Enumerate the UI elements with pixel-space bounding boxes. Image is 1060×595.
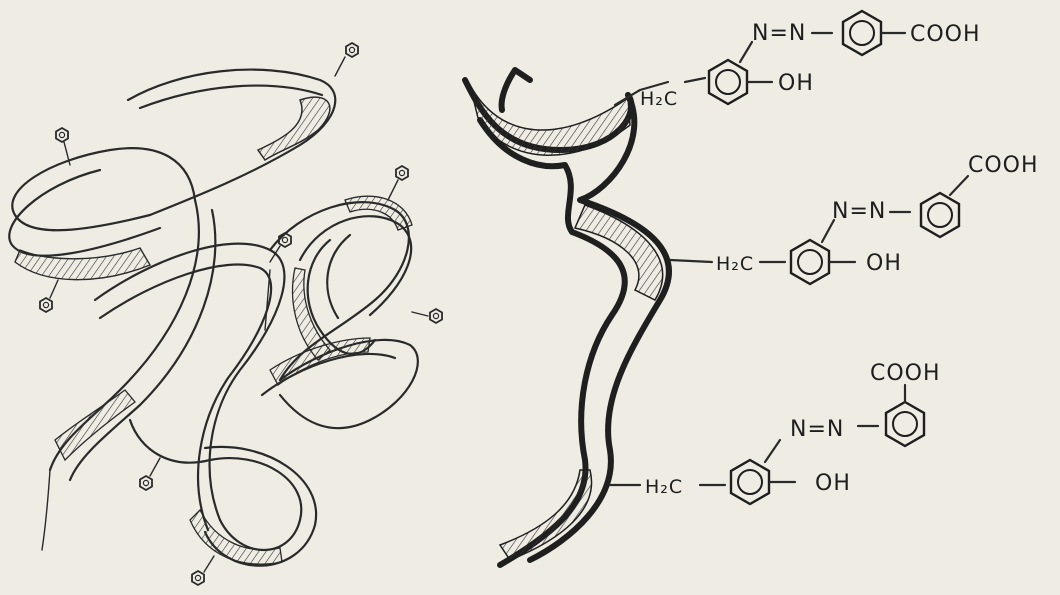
cooh-label: COOH bbox=[910, 22, 981, 47]
ribbon-tail bbox=[42, 470, 50, 550]
phenyl-ring-icon bbox=[40, 298, 52, 312]
azo-label: N=N bbox=[752, 21, 806, 46]
benzene-ring-icon bbox=[791, 240, 829, 284]
ribbon-strand bbox=[128, 70, 335, 215]
oh-label: OH bbox=[778, 71, 814, 96]
oh-label: OH bbox=[815, 471, 851, 496]
strand-shaded-segment bbox=[470, 85, 630, 155]
phenyl-ring-icon bbox=[140, 476, 152, 490]
benzene-ring-icon bbox=[886, 402, 924, 446]
azo-label: N=N bbox=[790, 417, 844, 442]
bond-line bbox=[685, 78, 705, 82]
oh-label: OH bbox=[866, 251, 902, 276]
ribbon-strand bbox=[300, 216, 411, 315]
ribbon-shaded-segment bbox=[345, 196, 412, 230]
phenyl-ring-icon bbox=[396, 166, 408, 180]
phenyl-ring-icon bbox=[430, 309, 442, 323]
ribbon-strand bbox=[140, 86, 322, 108]
ch2-label: H₂C bbox=[716, 253, 754, 275]
phenyl-ring-icon bbox=[56, 128, 68, 142]
ribbon-shaded-segment bbox=[55, 390, 135, 460]
benzene-ring-icon bbox=[731, 460, 769, 504]
strand-shaded-segment bbox=[500, 470, 592, 560]
ribbon-shaded-segment bbox=[190, 510, 282, 564]
coiled-protein-ribbon bbox=[9, 70, 418, 566]
arrow-tip-icon bbox=[502, 70, 530, 110]
benzene-ring-icon bbox=[709, 60, 747, 104]
cooh-label: COOH bbox=[968, 153, 1039, 178]
ribbon-shaded-segment bbox=[258, 97, 330, 160]
azo-label: N=N bbox=[832, 199, 886, 224]
ch2-label: H₂C bbox=[645, 476, 683, 498]
benzene-ring-icon bbox=[843, 11, 881, 55]
azo-dye-group-middle: H₂C OH N=N COOH bbox=[670, 153, 1039, 284]
bond-line bbox=[950, 176, 968, 195]
bond-line bbox=[740, 42, 752, 62]
phenyl-ring-icon bbox=[346, 43, 358, 57]
bond-line bbox=[670, 260, 712, 262]
ribbon-strand bbox=[327, 235, 350, 318]
benzene-ring-icon bbox=[921, 193, 959, 237]
ribbon-strand bbox=[9, 170, 160, 256]
bond-line bbox=[765, 440, 780, 462]
strand-shaded-segment bbox=[575, 205, 663, 300]
pendant-groups bbox=[40, 43, 442, 585]
ch2-label: H₂C bbox=[640, 88, 678, 110]
azo-dye-group-top: H₂C OH N=N COOH bbox=[615, 11, 981, 110]
cooh-label: COOH bbox=[870, 361, 941, 386]
ribbon-shaded-segment bbox=[15, 248, 150, 280]
phenyl-ring-icon bbox=[192, 571, 204, 585]
extended-polymer-strand bbox=[465, 70, 669, 565]
azo-dye-group-bottom: H₂C OH N=N COOH bbox=[610, 361, 941, 504]
ribbon-strand bbox=[12, 148, 195, 230]
